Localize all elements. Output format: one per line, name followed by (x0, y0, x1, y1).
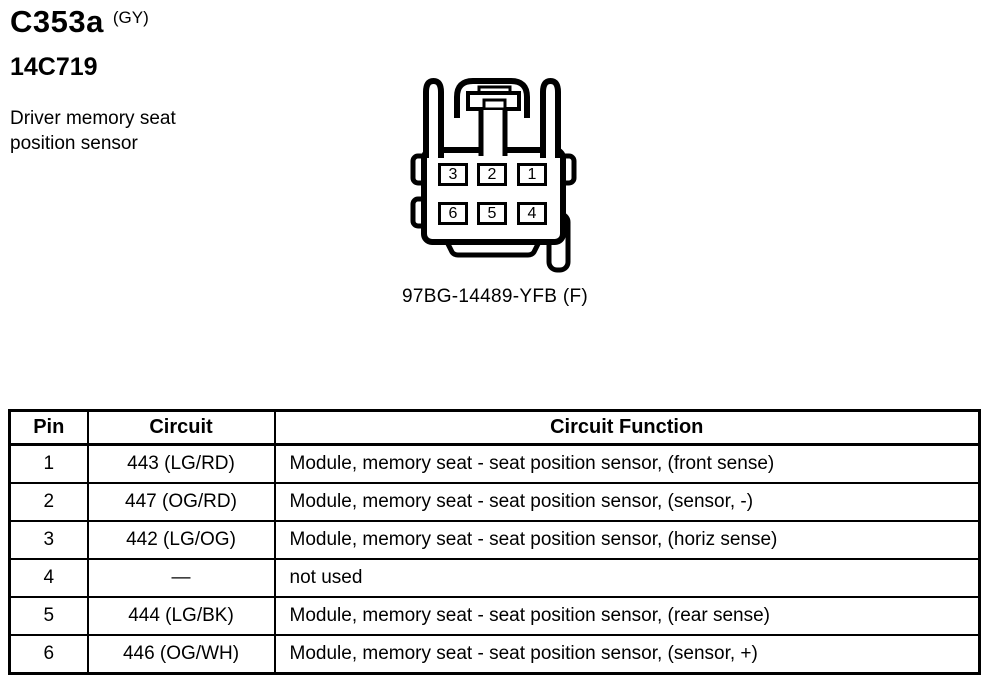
pin-cell: 3 (8, 520, 89, 560)
table-row: 1 443 (LG/RD) Module, memory seat - seat… (8, 443, 981, 484)
pin-cavity-label: 5 (487, 204, 497, 222)
circuit-cell: 446 (OG/WH) (86, 634, 276, 675)
circuit-cell: 447 (OG/RD) (86, 482, 276, 522)
part-number: 14C719 (10, 53, 98, 81)
latch-stem-fill (481, 110, 505, 157)
function-cell: not used (273, 558, 981, 598)
pin-cavity-label: 1 (527, 165, 537, 183)
connector-id: C353a (10, 4, 104, 39)
pin-cavity-label: 3 (448, 165, 458, 183)
header-block: C353a (GY) 14C719 Driver memory seat pos… (10, 6, 176, 156)
pin-cavity-label: 4 (527, 204, 537, 222)
circuit-cell: 442 (LG/OG) (86, 520, 276, 560)
pin-cavity-label: 6 (448, 204, 458, 222)
pin-cell: 1 (8, 443, 89, 484)
pin-cavity-5: 5 (477, 202, 507, 225)
pin-cavity-2: 2 (477, 163, 507, 186)
function-cell: Module, memory seat - seat position sens… (273, 634, 981, 675)
column-header-circuit-function: Circuit Function (273, 409, 981, 446)
table-row: 6 446 (OG/WH) Module, memory seat - seat… (8, 634, 981, 675)
circuit-cell: — (86, 558, 276, 598)
latch-prong-left (423, 77, 444, 158)
pin-cavity-4: 4 (517, 202, 547, 225)
pin-cavity-label: 2 (487, 165, 497, 183)
pin-cell: 5 (8, 596, 89, 636)
connector-description: Driver memory seat position sensor (10, 108, 176, 154)
connector-part-label: 97BG-14489-YFB (F) (402, 286, 588, 307)
connector-color-code: (GY) (112, 8, 149, 27)
table-row: 4 — not used (8, 558, 981, 598)
table-row: 5 444 (LG/BK) Module, memory seat - seat… (8, 596, 981, 636)
pin-cell: 2 (8, 482, 89, 522)
function-cell: Module, memory seat - seat position sens… (273, 443, 981, 484)
table-row: 3 442 (LG/OG) Module, memory seat - seat… (8, 520, 981, 560)
circuit-cell: 444 (LG/BK) (86, 596, 276, 636)
function-cell: Module, memory seat - seat position sens… (273, 482, 981, 522)
pin-cell: 4 (8, 558, 89, 598)
pin-cavity-3: 3 (438, 163, 468, 186)
table-header-row: Pin Circuit Circuit Function (8, 409, 981, 446)
column-header-pin: Pin (8, 409, 89, 446)
pin-cavity-6: 6 (438, 202, 468, 225)
table-row: 2 447 (OG/RD) Module, memory seat - seat… (8, 482, 981, 522)
latch-stem-sides (478, 110, 508, 156)
column-header-circuit: Circuit (86, 409, 276, 446)
circuit-cell: 443 (LG/RD) (86, 443, 276, 484)
latch-notch (482, 98, 507, 111)
pin-cell: 6 (8, 634, 89, 675)
pin-cavity-1: 1 (517, 163, 547, 186)
latch-prong-right (540, 77, 561, 158)
function-cell: Module, memory seat - seat position sens… (273, 520, 981, 560)
pin-function-table: Pin Circuit Circuit Function 1 443 (LG/R… (8, 409, 981, 675)
function-cell: Module, memory seat - seat position sens… (273, 596, 981, 636)
connector-id-line: C353a (GY) (10, 6, 176, 38)
